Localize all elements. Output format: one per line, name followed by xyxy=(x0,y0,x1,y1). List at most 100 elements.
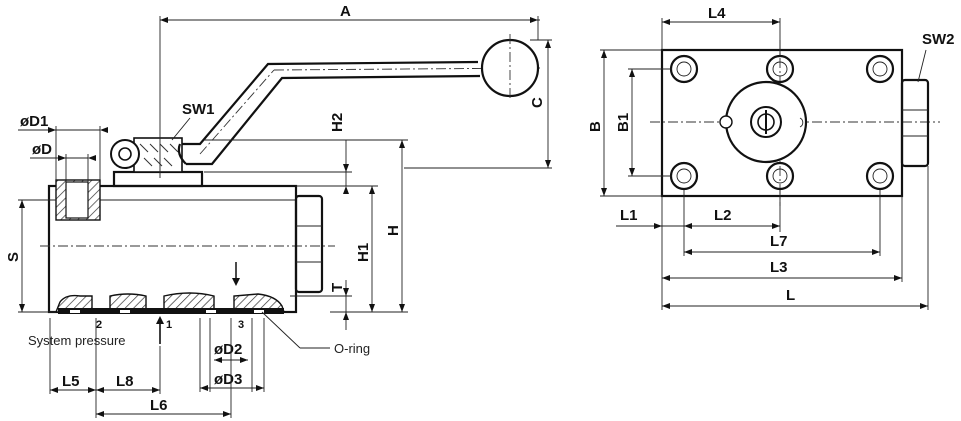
label-D1: øD1 xyxy=(20,113,48,130)
arrow xyxy=(96,387,104,393)
arrow xyxy=(662,275,670,281)
arrow xyxy=(920,303,928,309)
bolt-hole xyxy=(865,161,895,191)
label-C: C xyxy=(529,97,546,108)
flange-notch xyxy=(799,117,804,128)
label-L4: L4 xyxy=(708,5,726,22)
pressure-arrow-head xyxy=(156,316,164,324)
arrow xyxy=(662,303,670,309)
leader-SW1 xyxy=(171,117,191,141)
port-1-label: 1 xyxy=(166,319,172,331)
arrow xyxy=(894,275,902,281)
label-S: S xyxy=(5,252,22,262)
label-B: B xyxy=(587,121,604,132)
stop-pin xyxy=(719,115,733,129)
bolt-hole-inner xyxy=(772,168,788,184)
arrow xyxy=(772,19,780,25)
stem-knurl xyxy=(139,143,179,167)
label-L3: L3 xyxy=(770,259,788,276)
pivot-hole xyxy=(118,147,132,161)
bolt-hole-inner xyxy=(772,61,788,77)
bolt-hole xyxy=(765,161,795,191)
arrow xyxy=(545,160,551,168)
leader-oring xyxy=(261,311,301,349)
arrow xyxy=(343,164,349,172)
arrow xyxy=(629,69,635,77)
arrow xyxy=(399,140,405,148)
arrow xyxy=(343,186,349,194)
arrow xyxy=(399,304,405,312)
seal-gap xyxy=(206,310,216,313)
bolt-hole-inner xyxy=(676,168,692,184)
bolt-hole xyxy=(669,161,699,191)
bolt-hole-inner xyxy=(676,61,692,77)
arrow xyxy=(601,188,607,196)
arrow xyxy=(240,357,248,363)
arrow xyxy=(58,155,66,161)
leader-SW2 xyxy=(917,49,927,83)
port-3-label: 3 xyxy=(238,319,244,331)
label-T: T xyxy=(329,283,346,292)
arrow xyxy=(223,411,231,417)
arrow xyxy=(662,19,670,25)
label-D: øD xyxy=(32,141,52,158)
label-D3: øD3 xyxy=(214,371,242,388)
arrow xyxy=(100,127,108,133)
label-L5: L5 xyxy=(62,373,80,390)
bolt-hole xyxy=(865,54,895,84)
label-L1: L1 xyxy=(620,207,638,224)
port-2-label: 2 xyxy=(96,319,102,331)
seal-gap xyxy=(120,310,130,313)
top-view: SW2 L4 B B1 L1 L2 xyxy=(587,5,955,310)
bottom-section xyxy=(233,293,285,313)
arrow xyxy=(19,304,25,312)
arrow xyxy=(343,288,349,296)
stem-block xyxy=(133,137,183,173)
label-SW2: SW2 xyxy=(922,31,955,48)
arrow xyxy=(872,249,880,255)
arrow xyxy=(343,312,349,320)
arrow xyxy=(545,40,551,48)
handle-end xyxy=(177,143,187,165)
arrow xyxy=(772,223,780,229)
arrow xyxy=(50,387,58,393)
seal-gap xyxy=(254,310,264,313)
label-L6: L6 xyxy=(150,397,168,414)
flow-arrow-head xyxy=(232,278,240,286)
bolt-holes xyxy=(669,54,895,191)
base-plate xyxy=(58,308,284,314)
label-B1: B1 xyxy=(615,113,632,132)
label-H2: H2 xyxy=(329,113,346,132)
arrow xyxy=(88,155,96,161)
arrow xyxy=(530,17,538,23)
arrow xyxy=(601,50,607,58)
side-nut-SW2 xyxy=(900,78,930,168)
stem-plate xyxy=(112,170,204,188)
arrow xyxy=(48,127,56,133)
side-nut xyxy=(294,194,324,294)
label-L8: L8 xyxy=(116,373,134,390)
arrow xyxy=(200,385,208,391)
label-SW1: SW1 xyxy=(182,101,215,118)
arrow xyxy=(684,223,692,229)
label-system-pressure: System pressure xyxy=(28,333,126,348)
arrow xyxy=(19,200,25,208)
label-L: L xyxy=(786,287,795,304)
handle-lever-bottom xyxy=(186,74,481,166)
arrow xyxy=(88,387,96,393)
arrow xyxy=(160,17,168,23)
arrow xyxy=(369,186,375,194)
label-L7: L7 xyxy=(770,233,788,250)
arrow xyxy=(152,387,160,393)
label-oring: O-ring xyxy=(334,341,370,356)
side-view: A C H2 H H1 T xyxy=(5,3,552,418)
port-bore xyxy=(65,181,89,219)
bolt-hole-inner xyxy=(872,61,888,77)
arrow xyxy=(96,411,104,417)
seal-gap xyxy=(70,310,80,313)
label-H: H xyxy=(385,225,402,236)
bottom-section xyxy=(163,292,215,313)
arrow xyxy=(629,168,635,176)
